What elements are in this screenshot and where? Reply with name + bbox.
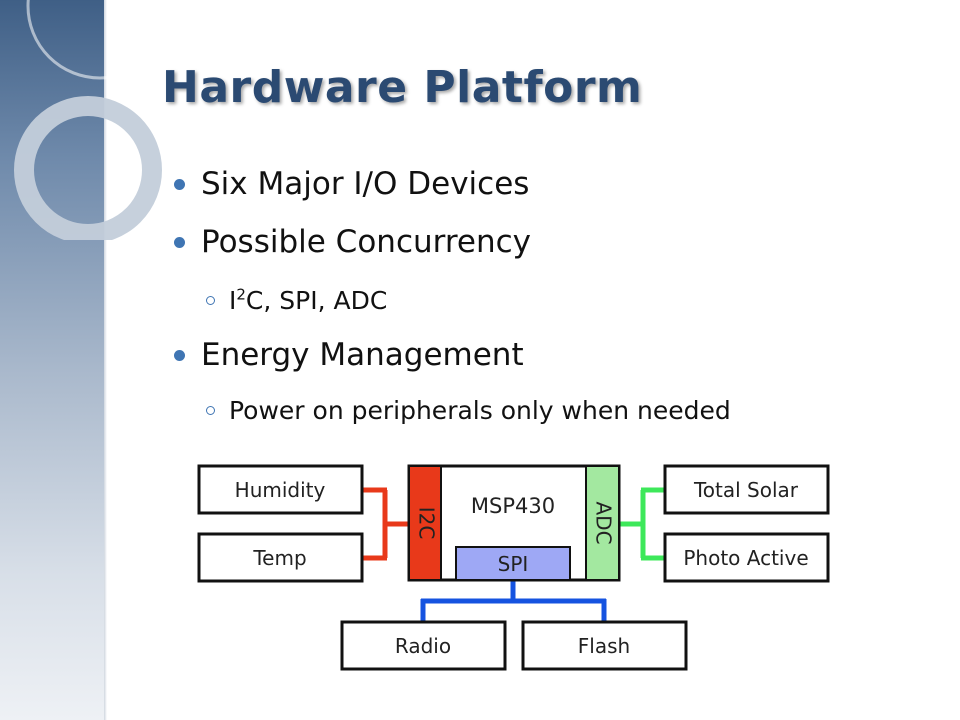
- spi-bus-block: [455, 546, 571, 581]
- subbullet-text: I2C, SPI, ADC: [229, 285, 388, 315]
- temp-label: Temp: [252, 546, 306, 570]
- total-solar-box: [663, 464, 830, 515]
- spi-wires: [420, 580, 607, 622]
- total-solar-label: Total Solar: [693, 478, 799, 502]
- bullet-dot-icon: [174, 349, 185, 361]
- photo-active-box: [663, 532, 830, 583]
- radio-box: [340, 620, 507, 671]
- subbullet-power: Power on peripherals only when needed: [206, 396, 731, 425]
- adc-bus-block: [585, 465, 620, 581]
- bullet-text: Possible Concurrency: [201, 224, 532, 260]
- bullet-text: Energy Management: [201, 337, 524, 373]
- decorative-circles: [14, 0, 174, 240]
- flash-box: [521, 620, 688, 671]
- subbullet-text: Power on peripherals only when needed: [229, 396, 731, 425]
- adc-wires: [618, 487, 665, 561]
- subbullet-ring-icon: [206, 296, 215, 305]
- bullet-dot-icon: [174, 236, 185, 248]
- mcu-label: MSP430: [471, 494, 555, 518]
- i2c-bus-block: [408, 465, 442, 581]
- sidebar-edge: [104, 0, 107, 720]
- slide-title: Hardware Platform: [162, 62, 643, 113]
- bullet-dot-icon: [174, 178, 185, 190]
- bullet-text: Six Major I/O Devices: [201, 166, 530, 202]
- subbullet-ring-icon: [206, 406, 215, 415]
- i2c-label: I2C: [415, 507, 439, 540]
- bullet-energy: Energy Management: [174, 337, 524, 373]
- i2c-wires: [362, 487, 410, 561]
- radio-label: Radio: [395, 634, 451, 658]
- flash-label: Flash: [578, 634, 630, 658]
- spi-label: SPI: [498, 552, 529, 576]
- hardware-diagram: MSP430 I2C ADC SPI Humidity Temp Total S…: [197, 464, 830, 671]
- photo-active-label: Photo Active: [683, 546, 808, 570]
- temp-box: [197, 532, 364, 583]
- humidity-box: [197, 464, 364, 515]
- subbullet-buses: I2C, SPI, ADC: [206, 286, 387, 315]
- adc-label: ADC: [592, 501, 616, 544]
- bullet-six-devices: Six Major I/O Devices: [174, 166, 529, 202]
- bullet-concurrency: Possible Concurrency: [174, 224, 531, 260]
- humidity-label: Humidity: [235, 478, 326, 502]
